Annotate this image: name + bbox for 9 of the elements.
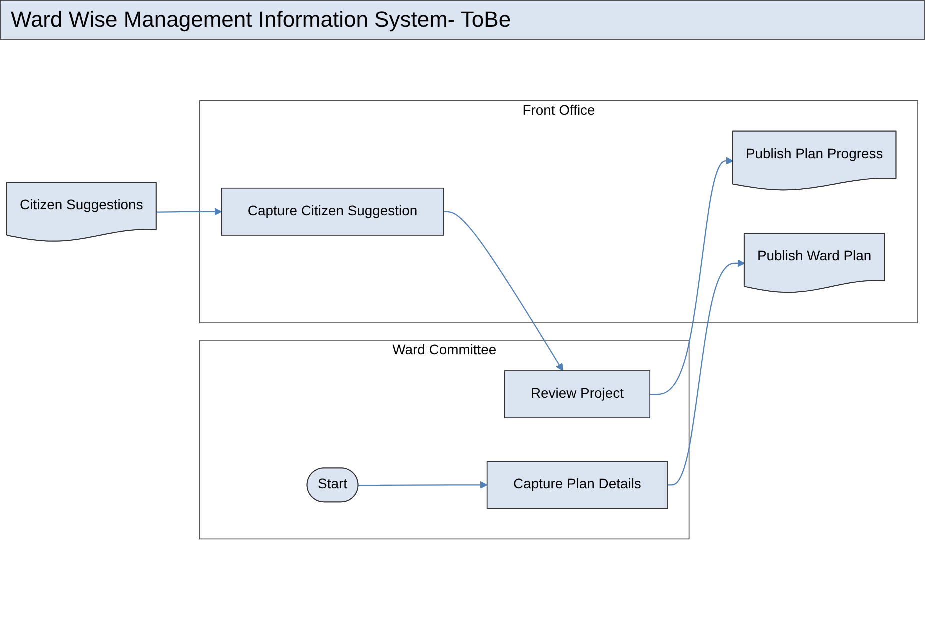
node-box: Capture Citizen Suggestion xyxy=(221,188,444,236)
arrow xyxy=(668,260,746,486)
diagram-title: Ward Wise Management Information System- ToBe xyxy=(0,0,925,40)
arrow xyxy=(358,481,488,489)
node-box: Review Project xyxy=(504,370,651,418)
arrow xyxy=(650,157,734,396)
arrow xyxy=(444,211,564,372)
arrow xyxy=(156,208,222,216)
node-box: Capture Plan Details xyxy=(486,461,668,510)
